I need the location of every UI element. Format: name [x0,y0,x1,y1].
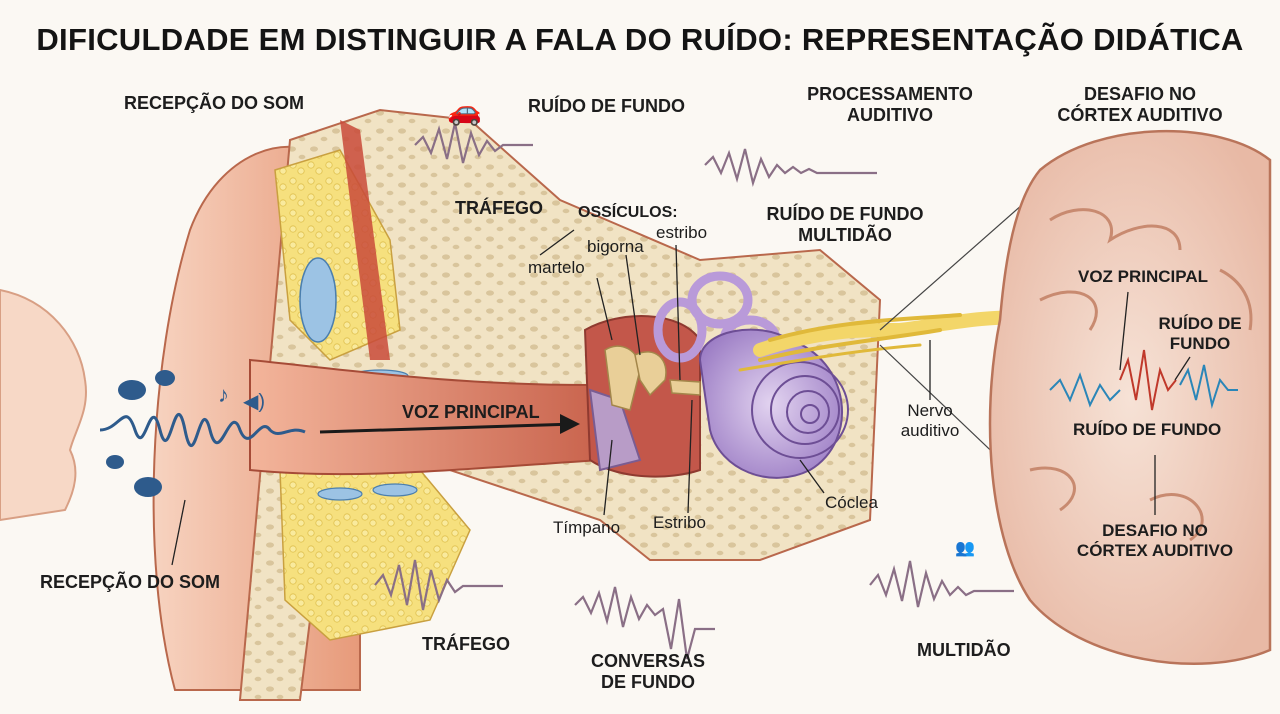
blue-vessel [299,257,337,343]
ossicle-stapes [669,379,701,396]
music-note-icon: ♪ [218,382,229,407]
eardrum-membrane [588,388,642,472]
label-ruido-brain: RUÍDO DE FUNDO [1158,314,1242,353]
face-profile [0,288,87,522]
label-ruido-brain-bottom: RUÍDO DE FUNDO [1073,420,1222,439]
voice-wave [99,412,306,448]
brain-cortex [988,129,1272,665]
label-multidao-bottom: MULTIDÃO [917,640,1011,660]
label-processamento: PROCESSAMENTO AUDITIVO [807,84,973,125]
speech-bubble-icon [106,370,175,497]
label-ruido-multidao: RUÍDO DE FUNDO MULTIDÃO [766,204,924,245]
label-recepcao-bottom: RECEPÇÃO DO SOM [40,572,221,592]
label-trafego-top: TRÁFEGO [455,198,543,218]
label-nervo-auditivo: Nervo auditivo [900,401,960,440]
page-title: DIFICULDADE EM DISTINGUIR A FALA DO RUÍD… [36,22,1244,57]
label-estribo-bottom: Estribo [653,513,706,532]
noise-wave-top [414,122,877,188]
label-bigorna: bigorna [587,237,644,256]
label-timpano: Tímpano [553,518,621,537]
label-recepcao-top: RECEPÇÃO DO SOM [124,93,305,113]
label-ruido-fundo-top: RUÍDO DE FUNDO [528,96,685,116]
label-trafego-bottom: TRÁFEGO [422,634,510,654]
label-voz-principal: VOZ PRINCIPAL [402,402,540,422]
label-desafio-bottom: DESAFIO NO CÓRTEX AUDITIVO [1076,521,1234,560]
label-desafio-top: DESAFIO NO CÓRTEX AUDITIVO [1057,84,1223,125]
fat-tissue-lower [279,469,471,641]
speaker-icon: ◀) [243,391,265,413]
car-icon: 🚗 [447,95,482,127]
label-ossiculos: OSSÍCULOS: [578,204,678,221]
label-coclea: Cóclea [825,493,878,512]
label-voz-principal-brain: VOZ PRINCIPAL [1078,267,1209,286]
label-conversas: CONVERSAS DE FUNDO [590,651,706,692]
ossicle-incus [634,351,667,397]
label-estribo-top: estribo [656,223,708,242]
label-martelo: martelo [528,258,585,277]
noise-wave-bottom [374,559,1014,660]
brain-noise-wave [1049,349,1238,411]
voice-arrow [319,422,576,434]
people-icon: 👥 [955,540,975,557]
